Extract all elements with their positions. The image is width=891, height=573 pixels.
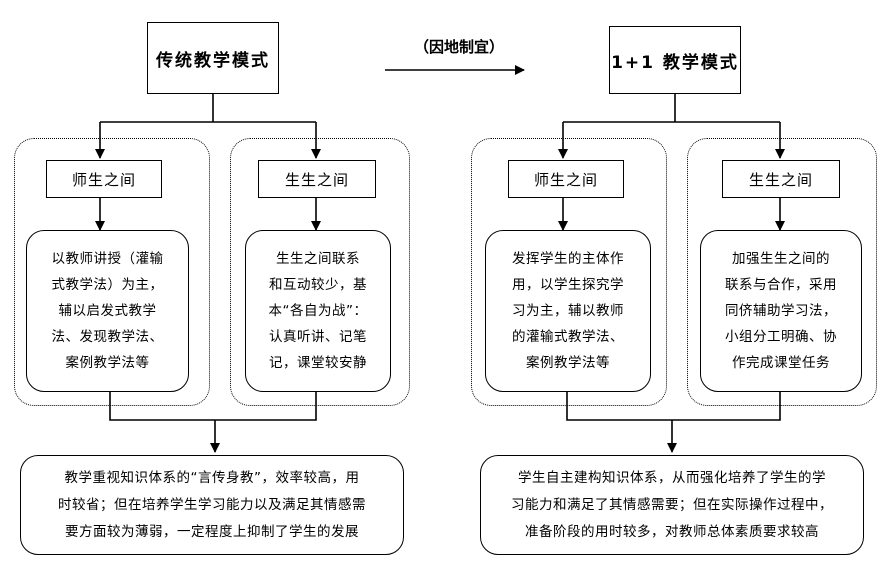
right-teacher-desc-box: 发挥学生的主体作 用，以学生探究学 习为主，辅以教师 的灌输式教学法、 案例教学… bbox=[485, 230, 651, 392]
right-student-line: 联系与合作，采用 bbox=[725, 277, 837, 293]
left-result-line: 时较省；但在培养学生学习能力以及满足其情感需 bbox=[58, 496, 366, 513]
left-connector-title bbox=[100, 92, 316, 123]
left-student-label-box: 生生之间 bbox=[258, 160, 376, 198]
right-student-line: 加强生生之间的 bbox=[732, 251, 830, 267]
left-teacher-label-box: 师生之间 bbox=[46, 160, 162, 198]
left-student-group bbox=[230, 138, 410, 406]
right-student-label-box: 生生之间 bbox=[722, 160, 840, 198]
right-student-line: 同侪辅助学习法， bbox=[725, 303, 837, 319]
left-student-line: 生生之间联系 bbox=[276, 251, 360, 267]
right-merge bbox=[566, 392, 781, 452]
left-student-line: 本“各自为战”： bbox=[268, 303, 368, 319]
right-student-line: 小组分工明确、协 bbox=[725, 329, 837, 345]
right-result-box: 学生自主建构知识体系，从而强化培养了学生的学 习能力和满足了其情感需要；但在实际… bbox=[480, 455, 864, 555]
left-result-box: 教学重视知识体系的“言传身教”，效率较高，用 时较省；但在培养学生学习能力以及满… bbox=[20, 455, 404, 555]
left-student-label: 生生之间 bbox=[284, 170, 349, 189]
middle-label: （因地制宜） bbox=[413, 38, 504, 56]
left-teacher-desc-box: 以教师讲授（灌输 式教学法）为主， 辅以启发式教学 法、发现教学法、 案例教学法… bbox=[26, 230, 189, 392]
right-connector-title bbox=[563, 92, 780, 123]
left-student-line: 和互动较少，基 bbox=[269, 277, 367, 293]
left-teacher-line: 辅以启发式教学 bbox=[58, 303, 157, 319]
right-title-box: 1+1 教学模式 bbox=[609, 26, 741, 94]
left-teacher-line: 以教师讲授（灌输 bbox=[51, 251, 164, 267]
right-teacher-label: 师生之间 bbox=[533, 170, 598, 189]
left-teacher-group bbox=[14, 138, 210, 406]
left-merge bbox=[109, 392, 317, 452]
left-teacher-label: 师生之间 bbox=[71, 170, 136, 189]
right-title: 1+1 教学模式 bbox=[611, 52, 739, 73]
right-result-line: 准备阶段的用时较多，对教师总体素质要求较高 bbox=[525, 523, 819, 540]
left-result-line: 要方面较为薄弱，一定程度上抑制了学生的发展 bbox=[65, 523, 359, 540]
right-result-line: 习能力和满足了其情感需要；但在实际操作过程中， bbox=[511, 496, 833, 513]
right-teacher-line: 发挥学生的主体作 bbox=[512, 251, 624, 267]
right-result-line: 学生自主建构知识体系，从而强化培养了学生的学 bbox=[518, 469, 826, 486]
right-teacher-line: 用，以学生探究学 bbox=[512, 277, 624, 293]
left-teacher-line: 法、发现教学法、 bbox=[51, 329, 164, 345]
left-teacher-line: 案例教学法等 bbox=[65, 355, 150, 371]
left-student-line: 认真听讲、记笔 bbox=[269, 329, 367, 345]
right-teacher-line: 的灌输式教学法、 bbox=[512, 329, 624, 345]
right-student-label: 生生之间 bbox=[748, 170, 813, 189]
right-student-line: 作完成课堂任务 bbox=[732, 355, 830, 371]
right-teacher-label-box: 师生之间 bbox=[508, 160, 624, 198]
left-student-line: 记，课堂较安静 bbox=[269, 355, 367, 371]
right-teacher-group bbox=[471, 138, 667, 406]
left-title-box: 传统教学模式 bbox=[147, 22, 279, 94]
left-student-desc-box: 生生之间联系 和互动较少，基 本“各自为战”： 认真听讲、记笔 记，课堂较安静 bbox=[245, 230, 391, 392]
right-student-group bbox=[687, 138, 877, 406]
right-student-desc-box: 加强生生之间的 联系与合作，采用 同侪辅助学习法， 小组分工明确、协 作完成课堂… bbox=[700, 230, 862, 392]
left-result-line: 教学重视知识体系的“言传身教”，效率较高，用 bbox=[64, 469, 360, 486]
left-teacher-line: 式教学法）为主， bbox=[51, 277, 164, 293]
right-teacher-line: 习为主，辅以教师 bbox=[512, 303, 624, 319]
right-teacher-line: 案例教学法等 bbox=[526, 355, 610, 371]
left-title: 传统教学模式 bbox=[156, 50, 270, 71]
